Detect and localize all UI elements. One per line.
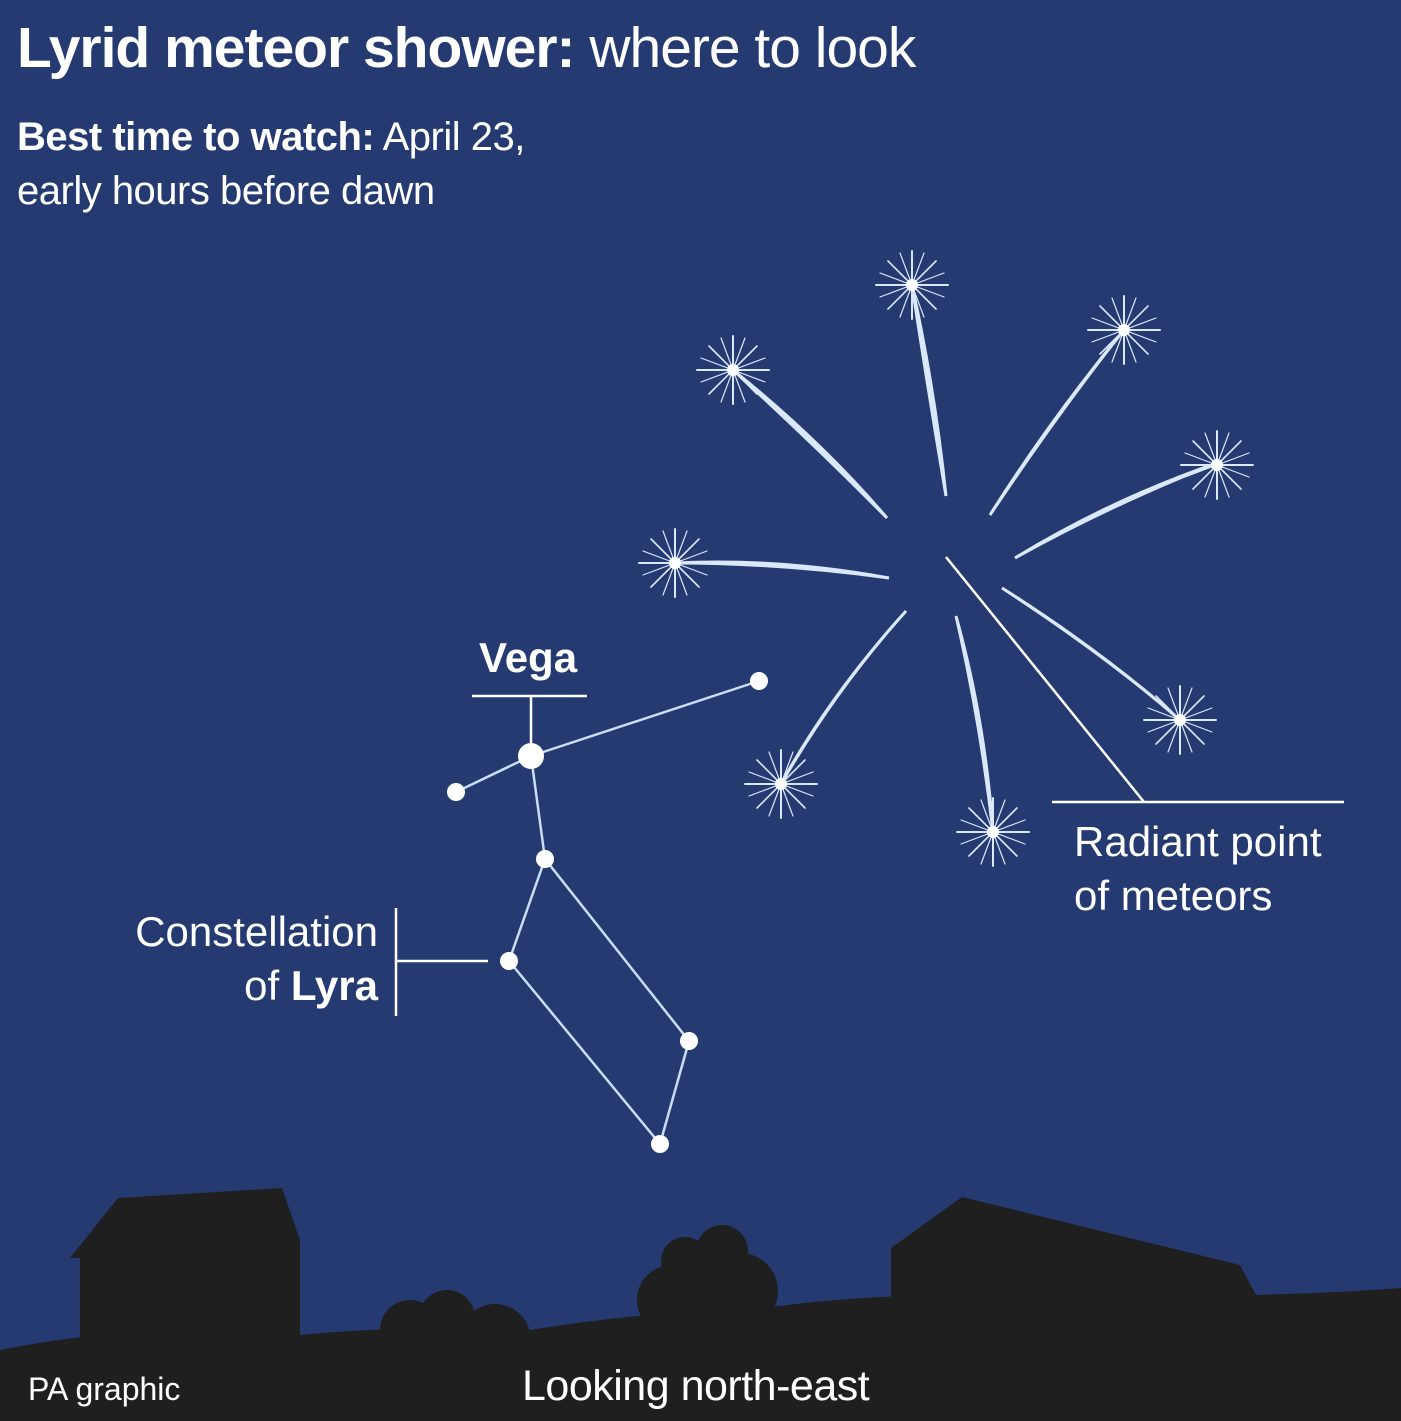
meteor-trail — [674, 560, 890, 580]
best-time-label: Best time to watch: — [17, 115, 375, 159]
direction-caption: Looking north-east — [522, 1362, 870, 1410]
page-title: Lyrid meteor shower: where to look — [17, 16, 916, 80]
best-time-subtitle: Best time to watch: April 23, early hours… — [17, 110, 525, 218]
star — [500, 952, 518, 970]
constellation-label: Constellation of Lyra — [135, 905, 378, 1013]
meteor-trail — [1014, 461, 1218, 560]
star — [447, 783, 465, 801]
meteor-starburst-icon — [1087, 295, 1161, 365]
meteor-trail — [1001, 586, 1181, 722]
star — [680, 1032, 698, 1050]
radiant-label: Radiant point of meteors — [1074, 815, 1322, 923]
lyra-bracket — [394, 908, 488, 1016]
star — [750, 672, 768, 690]
radiant-pointer — [945, 556, 1344, 804]
best-time-date: April 23, — [374, 115, 526, 159]
title-bold: Lyrid meteor shower: — [17, 16, 576, 80]
meteor-starburst-icon — [956, 797, 1030, 867]
meteor-starburst-icon — [1143, 685, 1217, 755]
best-time-detail: early hours before dawn — [17, 169, 435, 213]
lyra-constellation — [447, 672, 768, 1153]
vega-pointer — [472, 694, 587, 743]
ground — [0, 1288, 1401, 1421]
meteor-starburst-icon — [638, 528, 712, 598]
radiant-line1: Radiant point — [1074, 818, 1322, 865]
vega-label: Vega — [479, 634, 578, 681]
meteor-starburst-icon — [744, 749, 818, 819]
skyline-silhouette — [0, 1188, 1401, 1421]
meteor-trail — [779, 609, 908, 785]
meteor-trail — [988, 329, 1126, 516]
meteor-starburst-icon — [875, 250, 949, 320]
constellation-name: Lyra — [290, 962, 378, 1009]
meteor-trail — [954, 615, 995, 833]
title-regular: where to look — [574, 16, 916, 80]
vega-star — [518, 743, 544, 769]
credit-text: PA graphic — [28, 1371, 181, 1407]
star — [651, 1135, 669, 1153]
meteor-trail — [910, 284, 948, 497]
radiant-line2: of meteors — [1074, 872, 1273, 919]
constellation-of: of — [244, 962, 291, 1009]
house-left — [70, 1188, 300, 1345]
constellation-line1: Constellation — [135, 908, 378, 955]
meteor-starburst-icon — [1180, 430, 1254, 500]
star — [536, 850, 554, 868]
